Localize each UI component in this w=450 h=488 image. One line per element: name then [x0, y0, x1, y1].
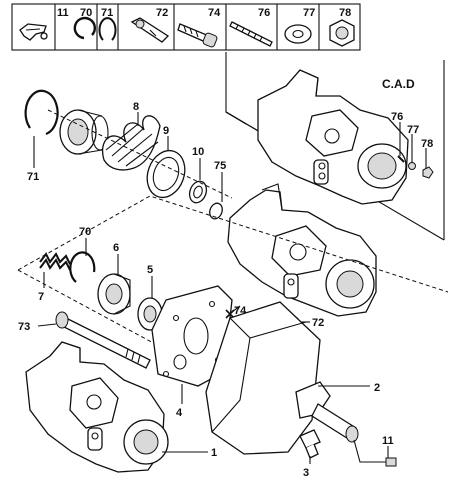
callout-7: 7 — [38, 291, 44, 303]
callout-4: 4 — [176, 407, 183, 419]
strip-label-77: 77 — [303, 7, 315, 19]
pump-body-lower — [25, 341, 169, 473]
valve-6 — [97, 273, 131, 315]
nut-icon — [329, 19, 355, 47]
stud-icon — [229, 21, 273, 47]
snap-ring-70 — [69, 251, 96, 283]
callout-2: 2 — [374, 382, 380, 394]
callout-8: 8 — [133, 101, 139, 113]
callout-76: 76 — [391, 111, 403, 123]
callout-11: 11 — [382, 435, 394, 447]
callout-78: 78 — [421, 138, 433, 150]
callout-5: 5 — [147, 264, 153, 276]
spring-7 — [39, 252, 71, 271]
seal-75 — [209, 202, 223, 220]
callout-9: 9 — [163, 125, 169, 137]
snap-ring-icon — [98, 17, 117, 41]
strip-label-72: 72 — [156, 7, 168, 19]
oring-10 — [188, 180, 208, 204]
strip-label-70: 70 — [80, 7, 92, 19]
callout-70: 70 — [79, 226, 91, 238]
callout-75: 75 — [214, 160, 226, 172]
callout-72: 72 — [312, 317, 324, 329]
clip-icon — [385, 457, 397, 467]
callout-6: 6 — [113, 242, 119, 254]
washer-icon — [284, 24, 312, 44]
clip-icon — [19, 23, 48, 41]
screw-icon — [177, 23, 218, 48]
strip-label-11: 11 — [57, 7, 69, 19]
callout-3: 3 — [303, 467, 309, 479]
strip-label-78: 78 — [339, 7, 351, 19]
callout-77: 77 — [407, 124, 419, 136]
variant-label: C.A.D — [382, 77, 415, 91]
nut-icon — [422, 166, 434, 179]
reservoir-2 — [205, 301, 359, 455]
strip-label-71: 71 — [101, 7, 113, 19]
pump-body-cad — [257, 69, 409, 205]
callout-73: 73 — [18, 321, 30, 333]
seal-bushing — [59, 109, 109, 155]
fitting-3 — [299, 429, 321, 459]
callout-71: 71 — [27, 171, 39, 183]
pump-body-upper — [227, 183, 377, 317]
banjo-bolt-icon — [130, 17, 170, 43]
snap-ring-icon — [73, 16, 97, 40]
header-strip: 11 70 71 72 74 76 77 78 — [11, 3, 361, 51]
snap-ring-71 — [24, 89, 59, 136]
callout-10: 10 — [192, 146, 204, 158]
washer-icon — [408, 162, 416, 170]
bolt-73 — [55, 311, 151, 369]
strip-label-74: 74 — [208, 7, 221, 19]
strip-label-76: 76 — [258, 7, 270, 19]
callout-1: 1 — [211, 447, 217, 459]
